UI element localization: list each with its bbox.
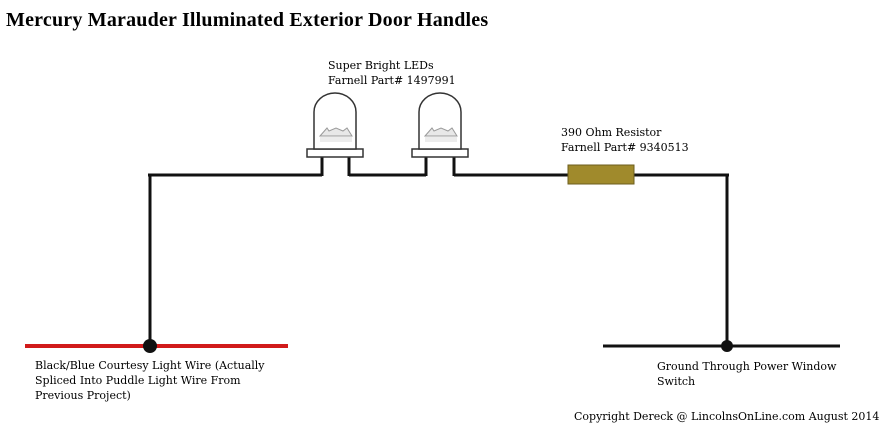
resistor-label-line1: 390 Ohm Resistor bbox=[561, 126, 662, 139]
left-wire-label-line2: Spliced Into Puddle Light Wire From bbox=[35, 374, 241, 387]
led-label-line2: Farnell Part# 1497991 bbox=[328, 74, 456, 87]
resistor-icon bbox=[567, 164, 635, 185]
led-icon bbox=[306, 92, 364, 176]
junction-dot-icon bbox=[143, 339, 157, 353]
right-wire-label-line2: Switch bbox=[657, 375, 696, 388]
led-icon bbox=[411, 92, 469, 176]
resistor-label-line2: Farnell Part# 9340513 bbox=[561, 141, 689, 154]
copyright-text: Copyright Dereck @ LincolnsOnLine.com Au… bbox=[574, 410, 880, 423]
led-label-line1: Super Bright LEDs bbox=[328, 59, 434, 72]
right-wire-label-line1: Ground Through Power Window bbox=[657, 360, 837, 373]
junction-dot-icon bbox=[721, 340, 733, 352]
page-title: Mercury Marauder Illuminated Exterior Do… bbox=[6, 9, 489, 31]
left-wire-label-line3: Previous Project) bbox=[35, 389, 131, 402]
left-wire-label: Black/Blue Courtesy Light Wire (Actually… bbox=[35, 358, 265, 403]
right-wire-label: Ground Through Power Window Switch bbox=[657, 359, 836, 389]
left-wire-label-line1: Black/Blue Courtesy Light Wire (Actually bbox=[35, 359, 265, 372]
led-label: Super Bright LEDs Farnell Part# 1497991 bbox=[328, 58, 456, 88]
resistor-label: 390 Ohm Resistor Farnell Part# 9340513 bbox=[561, 125, 689, 155]
